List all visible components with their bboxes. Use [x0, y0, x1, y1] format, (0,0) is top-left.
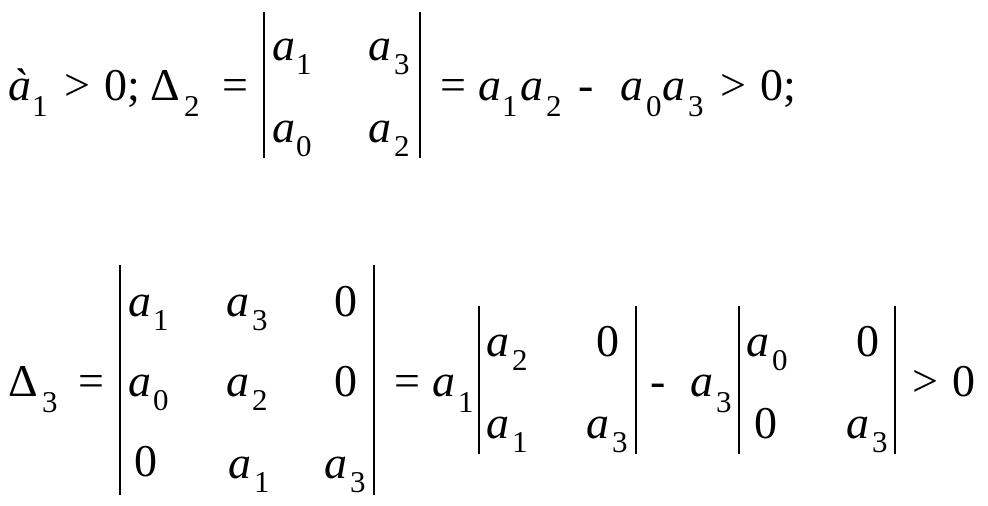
det3-r2c1-variable: a — [128, 355, 151, 406]
det2-r2c1-subscript: 0 — [296, 128, 312, 163]
minorA-r2c1-variable: a — [486, 397, 509, 448]
minorA-bar-left — [478, 306, 480, 454]
coefficient-a1-variable: a — [432, 355, 455, 406]
minus-sign: - — [650, 355, 666, 406]
determinant3-bar-right — [373, 265, 375, 495]
product-a1-subscript: 1 — [502, 88, 518, 123]
zero-semicolon-end: 0; — [760, 59, 796, 110]
a1-subscript: 1 — [32, 88, 48, 123]
a1-variable: à — [8, 59, 31, 110]
product-a2-subscript: 2 — [546, 88, 562, 123]
equals-sign: = — [222, 59, 248, 110]
minorA-r2c2-variable: a — [586, 397, 609, 448]
minorB-r2c1-value: 0 — [754, 397, 777, 448]
det3-r3c2-subscript: 1 — [254, 464, 270, 499]
zero-semicolon: 0; — [104, 59, 140, 110]
determinant3-bar-left — [119, 265, 121, 495]
det3-r2c2-subscript: 2 — [252, 382, 268, 417]
det2-r1c1-variable: a — [272, 19, 295, 70]
det2-r2c2-subscript: 2 — [394, 128, 410, 163]
minorB-r2c2-subscript: 3 — [872, 424, 888, 459]
det2-r1c2-variable: a — [368, 19, 391, 70]
greater-than-symbol: > — [64, 59, 90, 110]
det2-r2c1-variable: a — [272, 101, 295, 152]
minorA-r2c2-subscript: 3 — [612, 424, 628, 459]
product-a1-variable: a — [478, 59, 501, 110]
det3-r3c1-value: 0 — [134, 435, 157, 486]
minus-sign: - — [578, 59, 594, 110]
greater-than-symbol: > — [912, 355, 938, 406]
det3-r1c1-subscript: 1 — [153, 302, 169, 337]
minorB-bar-right — [894, 306, 896, 454]
product-a3-subscript: 3 — [688, 88, 704, 123]
det3-r2c2-variable: a — [226, 355, 249, 406]
det3-r2c1-subscript: 0 — [153, 382, 169, 417]
det3-r1c2-subscript: 3 — [252, 302, 268, 337]
minorA-r1c2-value: 0 — [596, 315, 619, 366]
determinant-bar-right — [419, 12, 421, 158]
det3-r1c1-variable: a — [128, 275, 151, 326]
det3-r2c3-value: 0 — [334, 355, 357, 406]
product-a0-subscript: 0 — [646, 88, 662, 123]
det3-r3c3-variable: a — [324, 437, 347, 488]
equals-sign-2: = — [394, 355, 420, 406]
delta-subscript: 2 — [184, 88, 200, 123]
det3-r1c2-variable: a — [226, 275, 249, 326]
det2-r2c2-variable: a — [368, 101, 391, 152]
minorB-r1c1-subscript: 0 — [772, 342, 788, 377]
coefficient-a3-subscript: 3 — [716, 384, 732, 419]
equals-sign-2: = — [440, 59, 466, 110]
det2-r1c1-subscript: 1 — [296, 46, 312, 81]
delta-symbol: Δ — [8, 355, 38, 406]
coefficient-a1-subscript: 1 — [458, 384, 474, 419]
minorB-r1c1-variable: a — [746, 315, 769, 366]
delta-subscript: 3 — [42, 384, 58, 419]
determinant-bar-left — [263, 12, 265, 158]
minorA-r2c1-subscript: 1 — [512, 424, 528, 459]
zero-end: 0 — [952, 355, 975, 406]
product-a3-variable: a — [662, 59, 685, 110]
det3-r3c2-variable: a — [228, 437, 251, 488]
minorB-bar-left — [738, 306, 740, 454]
coefficient-a3-variable: a — [690, 355, 713, 406]
product-a2-variable: a — [520, 59, 543, 110]
minorB-r2c2-variable: a — [846, 397, 869, 448]
delta-symbol: Δ — [150, 59, 180, 110]
minorA-r1c1-variable: a — [486, 315, 509, 366]
minorB-r1c2-value: 0 — [856, 315, 879, 366]
product-a0-variable: a — [620, 59, 643, 110]
minorA-r1c1-subscript: 2 — [512, 342, 528, 377]
equals-sign: = — [78, 355, 104, 406]
det3-r1c3-value: 0 — [334, 275, 357, 326]
det3-r3c3-subscript: 3 — [350, 464, 366, 499]
minorA-bar-right — [635, 306, 637, 454]
greater-than-symbol-2: > — [720, 59, 746, 110]
det2-r1c2-subscript: 3 — [394, 46, 410, 81]
